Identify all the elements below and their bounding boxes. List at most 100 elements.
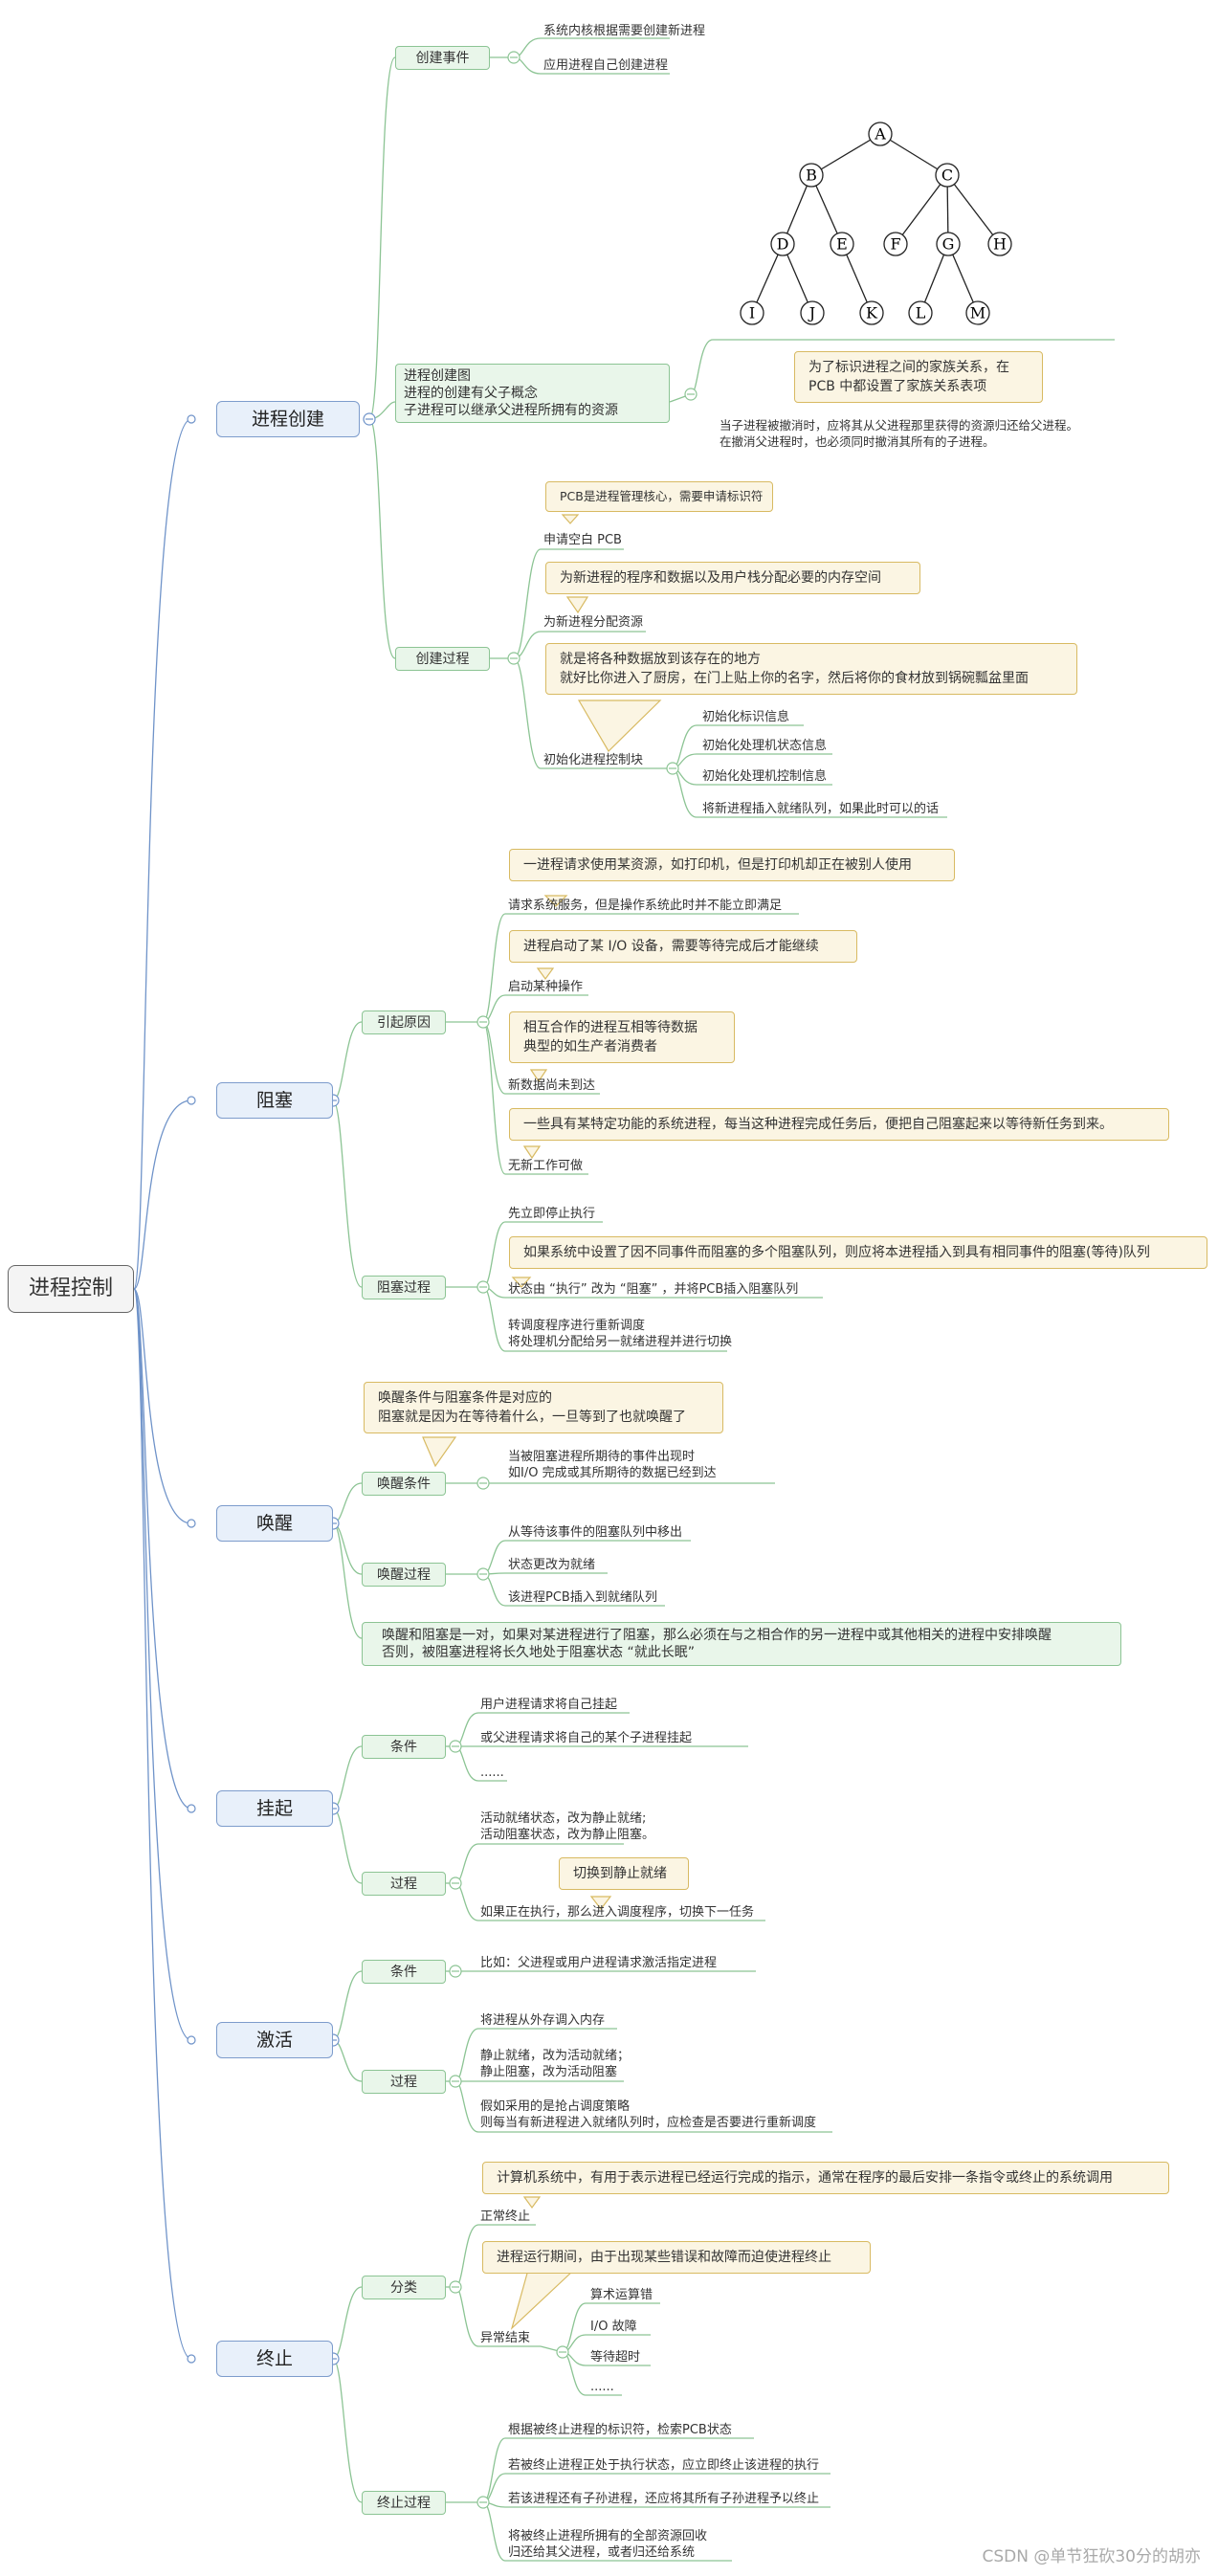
- block-cause-callout-2: 进程启动了某 I/O 设备，需要等待完成后才能继续: [509, 930, 857, 963]
- tree-node-label: K: [866, 304, 878, 322]
- abnormal-item: 等待超时: [590, 2350, 641, 2365]
- tree-node-label: M: [970, 304, 985, 322]
- block-queue-callout: 如果系统中设置了因不同事件而阻塞的多个阻塞队列，则应将本进程插入到具有相同事件的…: [509, 1236, 1207, 1269]
- create-event-item: 系统内核根据需要创建新进程: [543, 24, 706, 38]
- suspend-condition-node[interactable]: 条件: [362, 1735, 446, 1759]
- root-node[interactable]: 进程控制: [8, 1265, 134, 1313]
- tree-node-label: D: [777, 235, 789, 254]
- tree-node-g: [936, 232, 961, 256]
- block-process-item: 状态由 “执行” 改为 “阻塞” ，并将PCB插入阻塞队列: [508, 1282, 799, 1297]
- abnormal-item: ......: [590, 2380, 614, 2394]
- branch-create[interactable]: 进程创建: [216, 401, 360, 437]
- init-item: 初始化处理机控制信息: [702, 769, 828, 784]
- branch-terminate[interactable]: 终止: [216, 2341, 333, 2377]
- memory-alloc-callout: 为新进程的程序和数据以及用户栈分配必要的内存空间: [545, 562, 920, 594]
- tree-node-label: F: [890, 235, 900, 254]
- activate-process-item: 将进程从外存调入内存: [480, 2013, 606, 2028]
- tree-node-l: [908, 300, 933, 325]
- block-cause-callout-3: 相互合作的进程互相等待数据 典型的如生产者消费者: [509, 1011, 735, 1063]
- block-cause-item: 无新工作可做: [508, 1159, 584, 1173]
- tree-node-label: E: [836, 235, 848, 254]
- activate-condition-item: 比如：父进程或用户进程请求激活指定进程: [480, 1956, 718, 1970]
- tree-node-h: [987, 232, 1012, 256]
- family-tree-diagram: [751, 133, 1001, 314]
- terminate-process-item: 若该进程还有子孙进程，还应将其所有子孙进程予以终止: [508, 2492, 820, 2506]
- block-process-node[interactable]: 阻塞过程: [362, 1276, 446, 1299]
- tree-node-label: C: [941, 167, 953, 185]
- pcb-callout: PCB是进程管理核心，需要申请标识符: [545, 481, 773, 512]
- create-step-3: 初始化进程控制块: [543, 753, 644, 767]
- wake-condition-item: 当被阻塞进程所期待的事件出现时 如I/O 完成或其所期待的数据已经到达: [508, 1450, 717, 1480]
- family-relation-callout: 为了标识进程之间的家族关系，在 PCB 中都设置了家族关系表项: [794, 351, 1043, 403]
- tree-node-label: I: [749, 304, 755, 322]
- tree-node-i: [740, 300, 764, 325]
- terminate-process-item: 根据被终止进程的标识符，检索PCB状态: [508, 2423, 732, 2437]
- suspend-condition-item: 或父进程请求将自己的某个子进程挂起: [480, 1731, 693, 1745]
- wake-process-node[interactable]: 唤醒过程: [362, 1563, 446, 1587]
- tree-node-label: G: [942, 235, 955, 254]
- suspend-process-item: 如果正在执行，那么进入调度程序，切换下一任务: [480, 1905, 755, 1920]
- init-pcb-callout: 就是将各种数据放到该存在的地方 就好比你进入了厨房，在门上贴上你的名字，然后将你…: [545, 643, 1077, 695]
- tree-node-k: [859, 300, 884, 325]
- block-cause-callout-1: 一进程请求使用某资源，如打印机，但是打印机却正在被别人使用: [509, 849, 955, 881]
- block-cause-item: 请求系统服务，但是操作系统此时并不能立即满足: [508, 899, 783, 913]
- family-relation-note: 当子进程被撤消时，应将其从父进程那里获得的资源归还给父进程。 在撤消父进程时，也…: [720, 418, 1079, 449]
- create-graph-node[interactable]: 进程创建图 进程的创建有父子概念 子进程可以继承父进程所拥有的资源: [395, 364, 670, 423]
- terminate-abnormal-item: 异常结束: [480, 2331, 531, 2345]
- terminate-process-node[interactable]: 终止过程: [362, 2491, 446, 2515]
- create-process-node[interactable]: 创建过程: [395, 647, 490, 671]
- wake-condition-node[interactable]: 唤醒条件: [362, 1472, 446, 1496]
- create-step-1: 申请空白 PCB: [543, 533, 622, 547]
- tree-node-label: H: [993, 235, 1007, 254]
- block-cause-callout-4: 一些具有某特定功能的系统进程，每当这种进程完成任务后，便把自己阻塞起来以等待新任…: [509, 1108, 1169, 1141]
- terminate-category-node[interactable]: 分类: [362, 2276, 446, 2299]
- tree-node-label: J: [808, 304, 815, 322]
- branch-block[interactable]: 阻塞: [216, 1082, 333, 1119]
- tree-node-a: [868, 122, 893, 146]
- tree-node-b: [799, 163, 824, 188]
- activate-process-item: 静止就绪，改为活动就绪； 静止阻塞，改为活动阻塞: [480, 2049, 631, 2079]
- tree-node-m: [965, 300, 990, 325]
- block-process-item: 转调度程序进行重新调度 将处理机分配给另一就绪进程并进行切换: [508, 1319, 733, 1349]
- suspend-condition-item: 用户进程请求将自己挂起: [480, 1698, 618, 1712]
- create-event-item: 应用进程自己创建进程: [543, 58, 669, 73]
- block-cause-item: 启动某种操作: [508, 980, 584, 994]
- family-tree-nodes: A B C D E F G H I J K L M: [740, 122, 1012, 325]
- suspend-process-item: 活动就绪状态，改为静止就绪; 活动阻塞状态，改为静止阻塞。: [480, 1811, 655, 1842]
- terminate-process-item: 将被终止进程所拥有的全部资源回收 归还给其父进程，或者归还给系统: [508, 2529, 708, 2560]
- wake-condition-callout: 唤醒条件与阻塞条件是对应的 阻塞就是因为在等待着什么，一旦等到了也就唤醒了: [364, 1382, 723, 1433]
- branch-activate[interactable]: 激活: [216, 2022, 333, 2058]
- terminate-process-item: 若被终止进程正处于执行状态，应立即终止该进程的执行: [508, 2458, 820, 2473]
- create-event-node[interactable]: 创建事件: [395, 46, 490, 70]
- tree-node-j: [800, 300, 825, 325]
- branch-wake[interactable]: 唤醒: [216, 1505, 333, 1542]
- wake-process-item: 从等待该事件的阻塞队列中移出: [508, 1525, 683, 1540]
- normal-end-callout: 计算机系统中，有用于表示进程已经运行完成的指示，通常在程序的最后安排一条指令或终…: [482, 2162, 1169, 2194]
- init-item: 将新进程插入就绪队列，如果此时可以的话: [702, 802, 940, 816]
- tree-node-d: [770, 232, 795, 256]
- suspend-ready-callout: 切换到静止就绪: [559, 1857, 689, 1890]
- init-item: 初始化处理机状态信息: [702, 739, 828, 753]
- block-cause-node[interactable]: 引起原因: [362, 1010, 446, 1034]
- suspend-process-node[interactable]: 过程: [362, 1872, 446, 1896]
- suspend-condition-item: ......: [480, 1765, 504, 1780]
- init-item: 初始化标识信息: [702, 710, 790, 724]
- tree-node-label: B: [806, 167, 817, 185]
- wake-process-item: 状态更改为就绪: [508, 1558, 596, 1572]
- abnormal-item: 算术运算错: [590, 2288, 653, 2302]
- abnormal-end-callout: 进程运行期间，由于出现某些错误和故障而迫使进程终止: [482, 2241, 871, 2274]
- tree-node-c: [935, 163, 960, 188]
- wake-process-item: 该进程PCB插入到就绪队列: [508, 1590, 657, 1605]
- branch-suspend[interactable]: 挂起: [216, 1790, 333, 1827]
- block-process-item: 先立即停止执行: [508, 1207, 596, 1221]
- wake-block-note[interactable]: 唤醒和阻塞是一对，如果对某进程进行了阻塞，那么必须在与之相合作的另一进程中或其他…: [362, 1622, 1121, 1666]
- tree-node-f: [883, 232, 908, 256]
- activate-process-node[interactable]: 过程: [362, 2070, 446, 2094]
- abnormal-item: I/O 故障: [590, 2320, 637, 2334]
- tree-node-label: L: [916, 304, 926, 322]
- activate-condition-node[interactable]: 条件: [362, 1960, 446, 1984]
- terminate-normal-item: 正常终止: [480, 2210, 531, 2224]
- block-cause-item: 新数据尚未到达: [508, 1078, 596, 1093]
- tree-node-label: A: [874, 125, 886, 144]
